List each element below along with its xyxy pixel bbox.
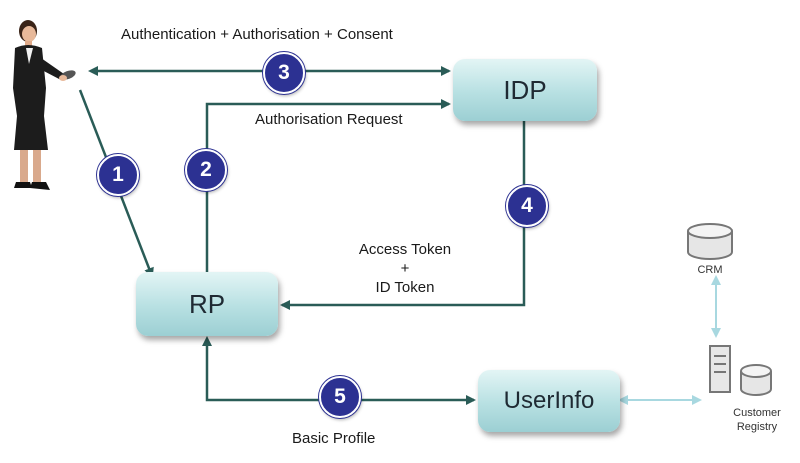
server-icon	[709, 345, 731, 393]
tokens-label: Access Token + ID Token	[340, 240, 470, 297]
crm-label: CRM	[697, 264, 723, 276]
idp-label: IDP	[503, 74, 547, 105]
registry-label-line1: Customer	[733, 407, 781, 419]
crm-database-icon	[687, 223, 733, 260]
rp-box: RP	[136, 272, 278, 336]
arrow-idp-rp	[280, 121, 526, 310]
customer-registry-label: Customer Registry	[717, 406, 797, 434]
rp-label: RP	[188, 288, 226, 319]
userinfo-box: UserInfo	[478, 370, 620, 432]
arrow-user-idp-start	[88, 66, 98, 76]
registry-database-icon	[740, 364, 772, 396]
authorisation-request-label: Authorisation Request	[255, 111, 403, 128]
idp-box: IDP	[453, 59, 597, 121]
basic-profile-label: Basic Profile	[292, 430, 376, 447]
access-token-label: Access Token	[358, 241, 452, 258]
step-5-badge: 5	[319, 376, 361, 418]
arrow-rp-userinfo	[205, 340, 476, 405]
arrow-rp-idp	[205, 99, 451, 272]
registry-label-line2: Registry	[736, 421, 778, 433]
step-2-badge: 2	[185, 149, 227, 191]
person-icon	[13, 20, 76, 190]
step-4-badge: 4	[506, 185, 548, 227]
plus-label: +	[400, 260, 410, 277]
id-token-label: ID Token	[375, 279, 435, 296]
auth-consent-label: Authentication + Authorisation + Consent	[121, 26, 393, 43]
arrow-rp-userinfo-start	[202, 336, 212, 346]
userinfo-label: UserInfo	[503, 387, 595, 414]
step-1-badge: 1	[97, 154, 139, 196]
step-3-badge: 3	[263, 52, 305, 94]
